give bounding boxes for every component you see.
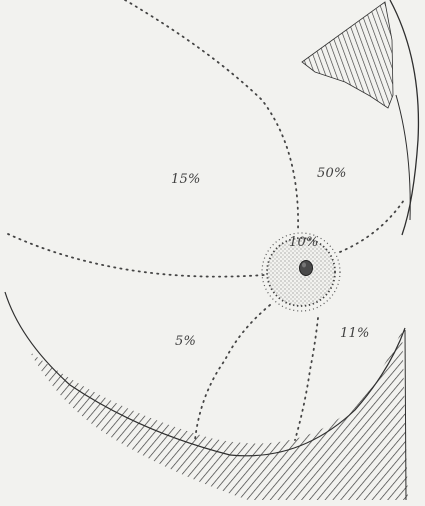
label-lower-inner: 11% xyxy=(340,326,370,341)
inframammary-shadow xyxy=(30,330,408,500)
axilla-shadow xyxy=(302,2,393,108)
chest-wall-outline xyxy=(390,0,418,235)
label-upper-inner: 50% xyxy=(317,166,347,181)
label-lower-outer: 5% xyxy=(175,334,196,349)
nipple-highlight xyxy=(302,263,306,268)
label-central: 10% xyxy=(289,235,319,250)
label-upper-outer: 15% xyxy=(171,172,201,187)
nipple xyxy=(300,261,313,276)
